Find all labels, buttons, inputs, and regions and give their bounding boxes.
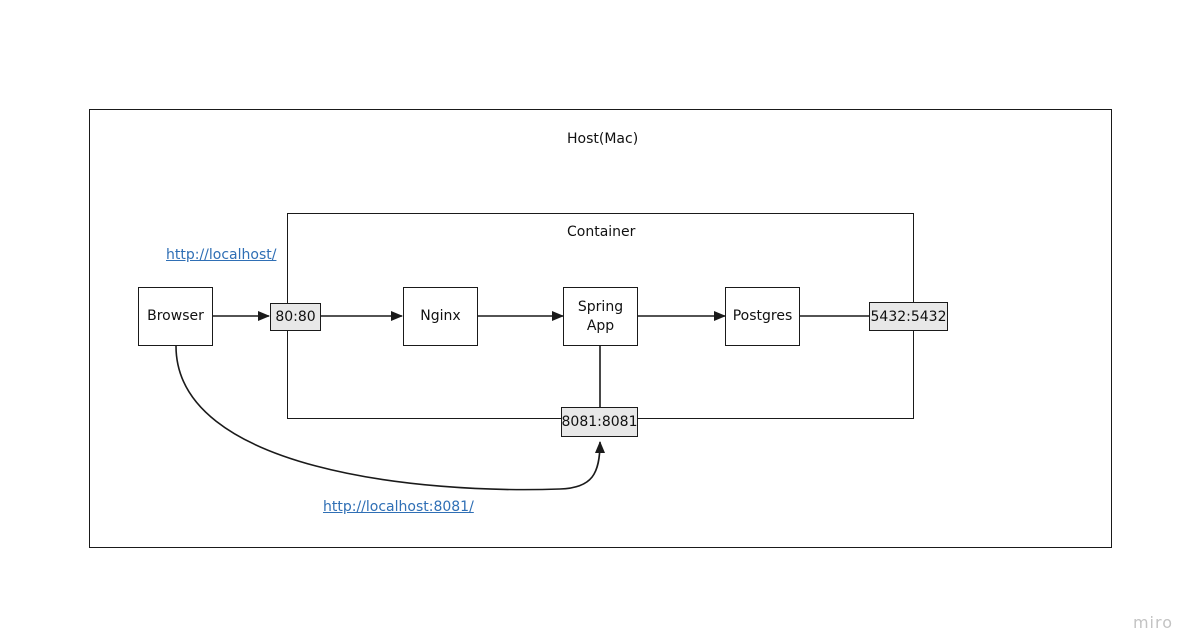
browser-node: Browser <box>138 287 213 346</box>
port-8081: 8081:8081 <box>561 407 638 437</box>
host-title: Host(Mac) <box>567 131 639 147</box>
nginx-node: Nginx <box>403 287 478 346</box>
nginx-label: Nginx <box>420 308 461 325</box>
localhost-link[interactable]: http://localhost/ <box>166 247 277 263</box>
spring-app-node: Spring App <box>563 287 638 346</box>
port-5432: 5432:5432 <box>869 302 948 331</box>
host-frame <box>89 109 1112 548</box>
localhost-8081-link[interactable]: http://localhost:8081/ <box>323 499 474 515</box>
postgres-node: Postgres <box>725 287 800 346</box>
edge-browser-to-port8081 <box>175 345 605 491</box>
browser-label: Browser <box>147 308 204 325</box>
spring-app-label-line2: App <box>586 317 615 334</box>
postgres-label: Postgres <box>732 308 793 325</box>
port-80: 80:80 <box>270 303 321 331</box>
spring-app-label-line1: Spring <box>577 298 624 315</box>
container-title: Container <box>567 224 636 240</box>
miro-watermark: miro <box>1132 613 1173 632</box>
